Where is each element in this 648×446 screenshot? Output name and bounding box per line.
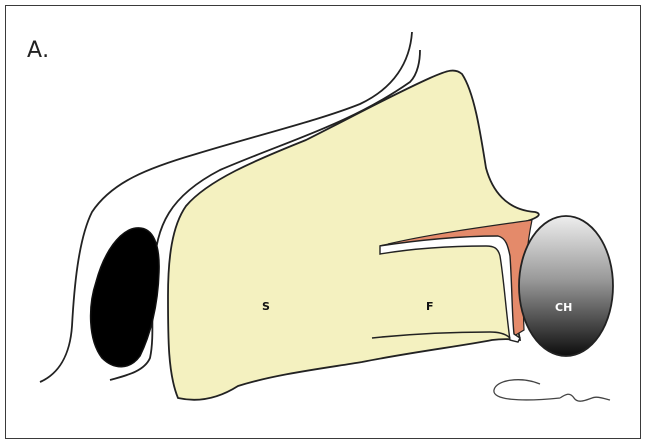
dark-body-shape: [91, 228, 160, 367]
label-ch: CH: [555, 301, 572, 314]
signature-scribble: [494, 380, 610, 401]
ch-head-shape: [519, 216, 613, 356]
label-s: S: [262, 300, 270, 313]
label-f: F: [426, 300, 434, 313]
